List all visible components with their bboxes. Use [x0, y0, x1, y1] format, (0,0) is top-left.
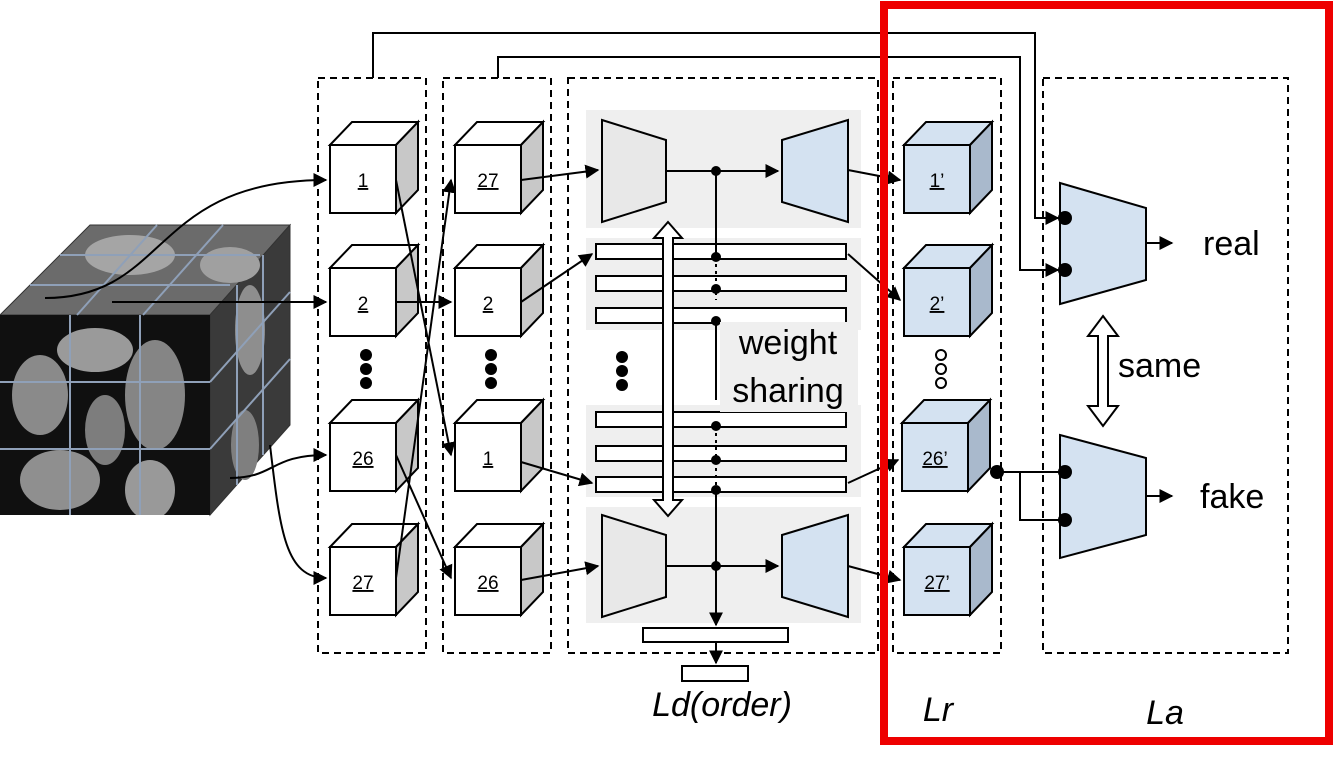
decoder-icon: [781, 513, 849, 619]
cube-label: 26: [352, 449, 373, 470]
brain-cube-icon: [0, 223, 292, 517]
cube-3-2: 2’: [901, 242, 995, 339]
skip-connection-1: [372, 32, 1060, 225]
double-arrow-icon: [1086, 314, 1120, 428]
cube-label: 2: [483, 294, 494, 315]
group-box-network: [567, 77, 879, 654]
cube-label: 26: [477, 573, 498, 594]
weight-sharing-label: sharing: [732, 372, 844, 410]
cube-label: 1: [483, 449, 494, 470]
real-label: real: [1203, 225, 1260, 263]
group-box-discriminator: [1042, 77, 1289, 654]
cube-label: 26’: [922, 449, 947, 470]
la-loss-label: La: [1146, 694, 1184, 732]
discriminator-icon: [1059, 433, 1147, 560]
ellipsis-icon: [485, 349, 497, 389]
ellipsis-icon: [935, 349, 947, 389]
discriminator-icon: [1059, 181, 1147, 306]
ld-loss-label: Ld(order): [652, 686, 792, 724]
lr-loss-label: Lr: [923, 691, 955, 729]
ellipsis-icon: [616, 351, 628, 391]
cube-label: 27’: [924, 573, 949, 594]
double-arrow-icon: [651, 220, 685, 518]
cube-label: 2: [358, 294, 369, 315]
encoder-icon: [601, 118, 667, 224]
cube-2-4: 26: [452, 521, 546, 618]
cube-label: 27: [352, 573, 373, 594]
cube-3-4: 27’: [901, 521, 995, 618]
cube-2-2: 2: [452, 242, 546, 339]
cube-label: 27: [477, 171, 498, 192]
weight-sharing-label: weight: [738, 324, 838, 362]
cube-1-4: 27: [327, 521, 421, 618]
cube-label: 1: [358, 171, 369, 192]
cube-1-2: 2: [327, 242, 421, 339]
cube-1-3: 26: [327, 397, 421, 494]
group-box-recon: [892, 77, 1002, 654]
feature-bars: [595, 243, 847, 682]
same-label: same: [1118, 347, 1201, 385]
skip-connection-2: [497, 56, 1060, 277]
cube-1-1: 1: [327, 119, 421, 216]
cube-2-3: 1: [452, 397, 546, 494]
cube-2-1: 27: [452, 119, 546, 216]
ellipsis-icon: [360, 349, 372, 389]
cube-3-1: 1’: [901, 119, 995, 216]
cube-label: 1’: [930, 171, 945, 192]
decoder-icon: [781, 118, 849, 224]
encoder-icon: [601, 513, 667, 619]
highlight-box: [880, 1, 1333, 745]
cube-3-3: 26’: [899, 397, 993, 494]
cube-label: 2’: [930, 294, 945, 315]
fake-label: fake: [1200, 478, 1264, 516]
